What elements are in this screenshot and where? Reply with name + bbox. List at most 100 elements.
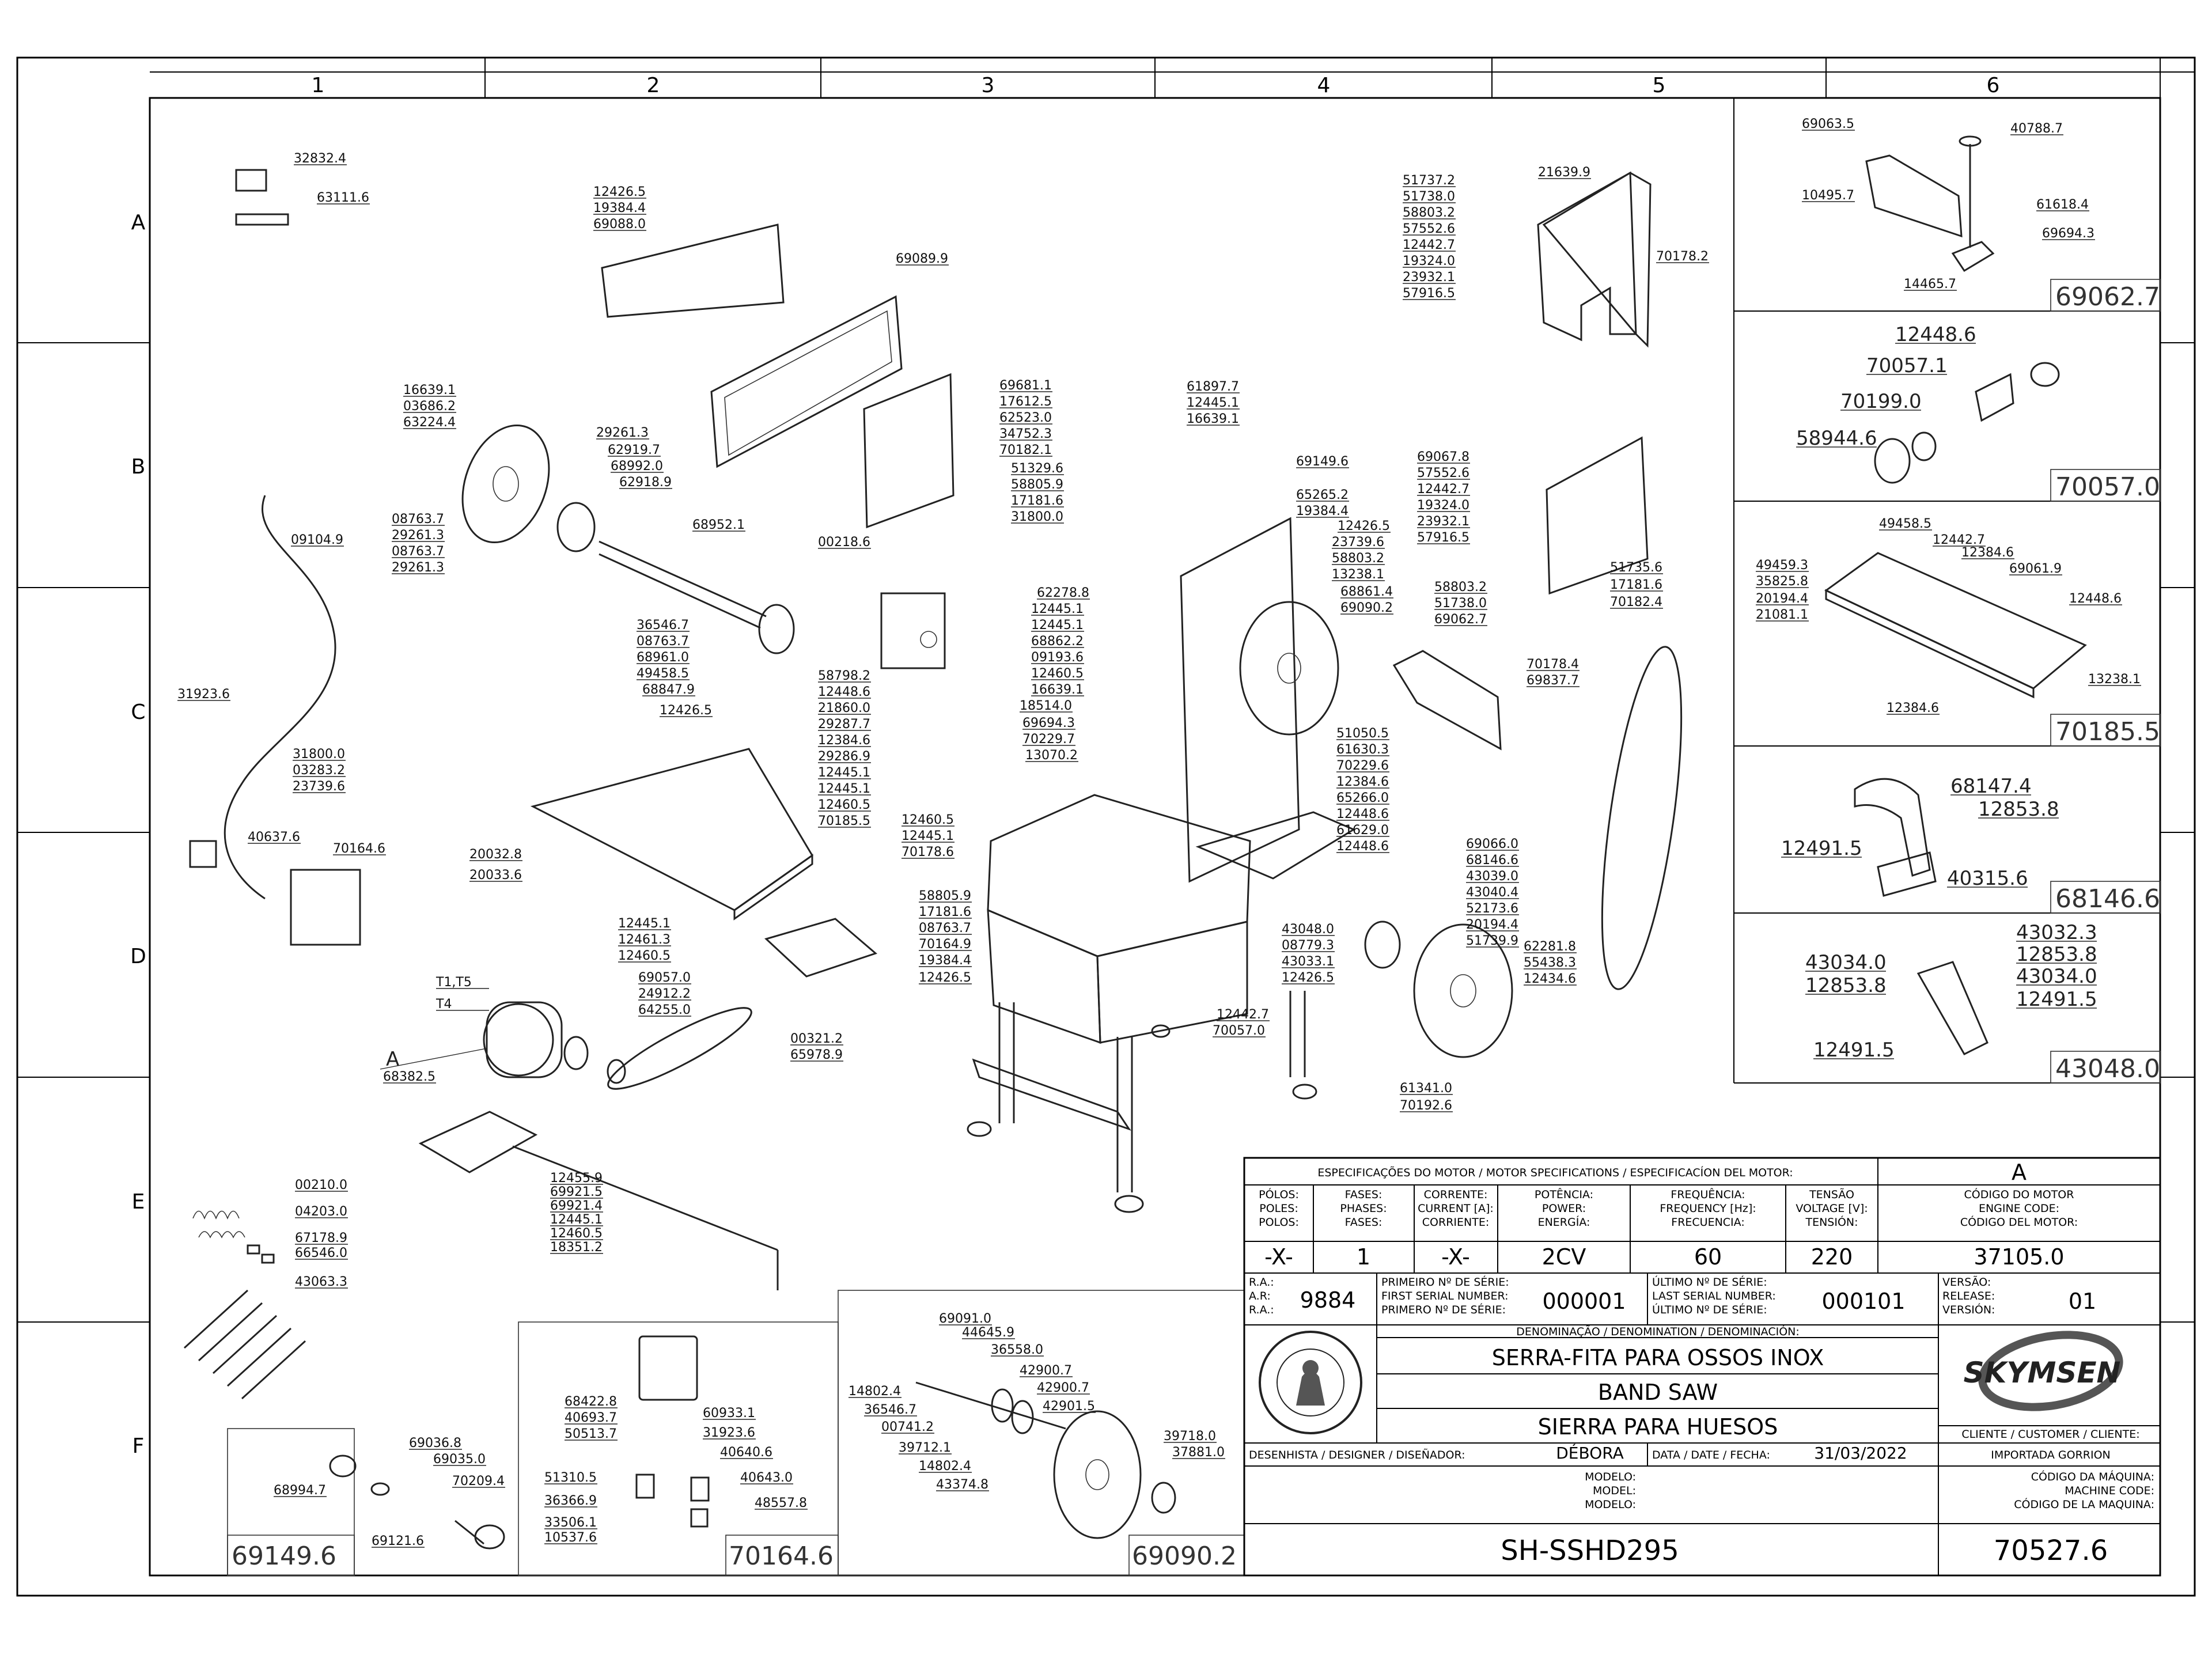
part-number: 23932.1 xyxy=(1403,270,1455,285)
part-number: 70178.2 xyxy=(1656,249,1709,264)
row-label: B xyxy=(131,455,146,479)
part-number: 57552.6 xyxy=(1403,222,1455,236)
part-number: 12445.1 xyxy=(618,916,671,931)
part-number: 69089.9 xyxy=(896,252,948,266)
part-number: 55438.3 xyxy=(1524,956,1576,970)
part-number: 20032.8 xyxy=(469,847,522,862)
part-number: 12384.6 xyxy=(1887,701,1939,715)
part-number: 58803.2 xyxy=(1332,551,1384,566)
svg-text:PRIMERO Nº DE SÉRIE:: PRIMERO Nº DE SÉRIE: xyxy=(1381,1303,1506,1316)
part-number: 32832.4 xyxy=(294,151,346,166)
svg-text:PHASES:: PHASES: xyxy=(1340,1202,1387,1215)
column-label: 3 xyxy=(982,74,995,97)
part-number: 35825.8 xyxy=(1756,574,1808,589)
svg-text:CÓDIGO DE LA MAQUINA:: CÓDIGO DE LA MAQUINA: xyxy=(2014,1497,2154,1511)
part-number: 70057.0 xyxy=(1213,1024,1265,1038)
part-number: 12445.1 xyxy=(550,1213,603,1227)
part-number: 37881.0 xyxy=(1172,1445,1225,1460)
part-number: 08763.7 xyxy=(392,512,444,527)
part-number: 65266.0 xyxy=(1336,791,1389,805)
svg-text:ÚLTIMO Nº DE SÉRIE:: ÚLTIMO Nº DE SÉRIE: xyxy=(1652,1275,1767,1289)
part-number: 69694.3 xyxy=(2042,226,2094,241)
part-number: 34752.3 xyxy=(999,427,1052,441)
part-number: 12442.7 xyxy=(1217,1007,1269,1022)
part-number: 12460.5 xyxy=(902,813,954,827)
svg-text:POWER:: POWER: xyxy=(1542,1202,1586,1215)
part-number: 57916.5 xyxy=(1417,531,1469,545)
part-number: 43063.3 xyxy=(295,1275,347,1289)
part-number: 08763.7 xyxy=(637,634,689,649)
svg-text:POLOS:: POLOS: xyxy=(1259,1216,1299,1229)
svg-text:R.A.:: R.A.: xyxy=(1249,1276,1274,1289)
part-number: 12461.3 xyxy=(618,933,671,947)
part-number: T4 xyxy=(435,997,452,1012)
part-number: 08763.7 xyxy=(392,544,444,559)
part-number: 43374.8 xyxy=(936,1478,988,1492)
part-number: 19384.4 xyxy=(1296,504,1349,518)
part-number: 62919.7 xyxy=(608,443,660,457)
part-number: 19324.0 xyxy=(1417,498,1469,513)
part-number: 12442.7 xyxy=(1417,482,1469,497)
ra-number: R.A.: A.R: R.A.: 9884 xyxy=(1249,1276,1355,1316)
model-labels: MODELO: MODEL: MODELO: xyxy=(1585,1471,1636,1511)
date-value: 31/03/2022 xyxy=(1814,1444,1907,1463)
part-number: 70209.4 xyxy=(452,1474,505,1488)
client-label: CLIENTE / CUSTOMER / CLIENTE: xyxy=(1961,1428,2139,1441)
part-number: 43039.0 xyxy=(1466,869,1518,884)
svg-text:CÓDIGO DA MÁQUINA:: CÓDIGO DA MÁQUINA: xyxy=(2031,1469,2154,1483)
part-number: 69681.1 xyxy=(999,378,1052,393)
part-number: 12491.5 xyxy=(1781,837,1862,860)
detail-ref-number: 70185.5 xyxy=(2055,717,2160,747)
svg-text:VERSÃO:: VERSÃO: xyxy=(1942,1275,1991,1289)
part-number: 24912.2 xyxy=(638,987,691,1001)
part-number: 12445.1 xyxy=(818,782,870,796)
part-number: 62523.0 xyxy=(999,411,1052,425)
part-number: 64255.0 xyxy=(638,1003,691,1017)
part-number: 12491.5 xyxy=(1813,1039,1895,1062)
part-number: 20194.4 xyxy=(1466,918,1518,932)
row-label: E xyxy=(132,1190,145,1214)
svg-text:POLES:: POLES: xyxy=(1259,1202,1298,1215)
part-number: 61341.0 xyxy=(1400,1081,1452,1096)
part-number: 69061.9 xyxy=(2009,562,2062,576)
row-label: C xyxy=(131,700,145,724)
spec-frequency: FREQUÊNCIA: FREQUENCY [Hz]: FRECUENCIA: … xyxy=(1660,1188,1756,1270)
client-name: IMPORTADA GORRION xyxy=(1991,1449,2111,1461)
part-number: 43048.0 xyxy=(1282,922,1334,937)
part-number: 00321.2 xyxy=(790,1032,843,1046)
part-number: 70164.6 xyxy=(333,842,385,856)
part-number: 44645.9 xyxy=(962,1325,1014,1340)
part-number: 57552.6 xyxy=(1417,466,1469,480)
column-header: 1 2 3 4 5 6 xyxy=(150,58,2195,98)
svg-text:000001: 000001 xyxy=(1542,1289,1626,1314)
part-number: T1,T5 xyxy=(435,975,472,990)
machine-code: 70527.6 xyxy=(1994,1535,2108,1567)
svg-text:ÚLTIMO Nº DE SÉRIE:: ÚLTIMO Nº DE SÉRIE: xyxy=(1652,1302,1767,1316)
part-number: 43034.0 xyxy=(2016,965,2097,988)
part-number: 60933.1 xyxy=(703,1406,755,1421)
row-label: A xyxy=(131,211,146,234)
part-number: 57916.5 xyxy=(1403,286,1455,301)
motor-spec-header: ESPECIFICAÇÕES DO MOTOR / MOTOR SPECIFIC… xyxy=(1317,1166,1793,1179)
part-number: 58803.2 xyxy=(1403,206,1455,220)
part-number: 20033.6 xyxy=(469,868,522,882)
part-number: 68147.4 xyxy=(1950,775,2032,798)
svg-text:TENSIÓN:: TENSIÓN: xyxy=(1805,1215,1858,1229)
part-number: 68952.1 xyxy=(692,518,745,532)
part-number: 12426.5 xyxy=(1338,519,1390,533)
part-number: 51329.6 xyxy=(1011,461,1063,476)
svg-text:220: 220 xyxy=(1811,1244,1853,1270)
part-number: 29261.3 xyxy=(596,426,649,440)
part-number: 40693.7 xyxy=(565,1411,617,1425)
svg-text:FRECUENCIA:: FRECUENCIA: xyxy=(1671,1216,1744,1229)
part-number: 31800.0 xyxy=(293,747,345,762)
part-number: 67178.9 xyxy=(295,1231,347,1245)
part-number: 31800.0 xyxy=(1011,510,1063,524)
spec-voltage: TENSÃO VOLTAGE [V]: TENSIÓN: 220 xyxy=(1796,1188,1868,1270)
part-number: 40315.6 xyxy=(1947,867,2028,890)
part-number: 12455.9 xyxy=(550,1171,603,1185)
part-number: 29261.3 xyxy=(392,560,444,575)
column-a-letter: A xyxy=(2012,1160,2027,1185)
outer-frame xyxy=(16,56,2196,1597)
